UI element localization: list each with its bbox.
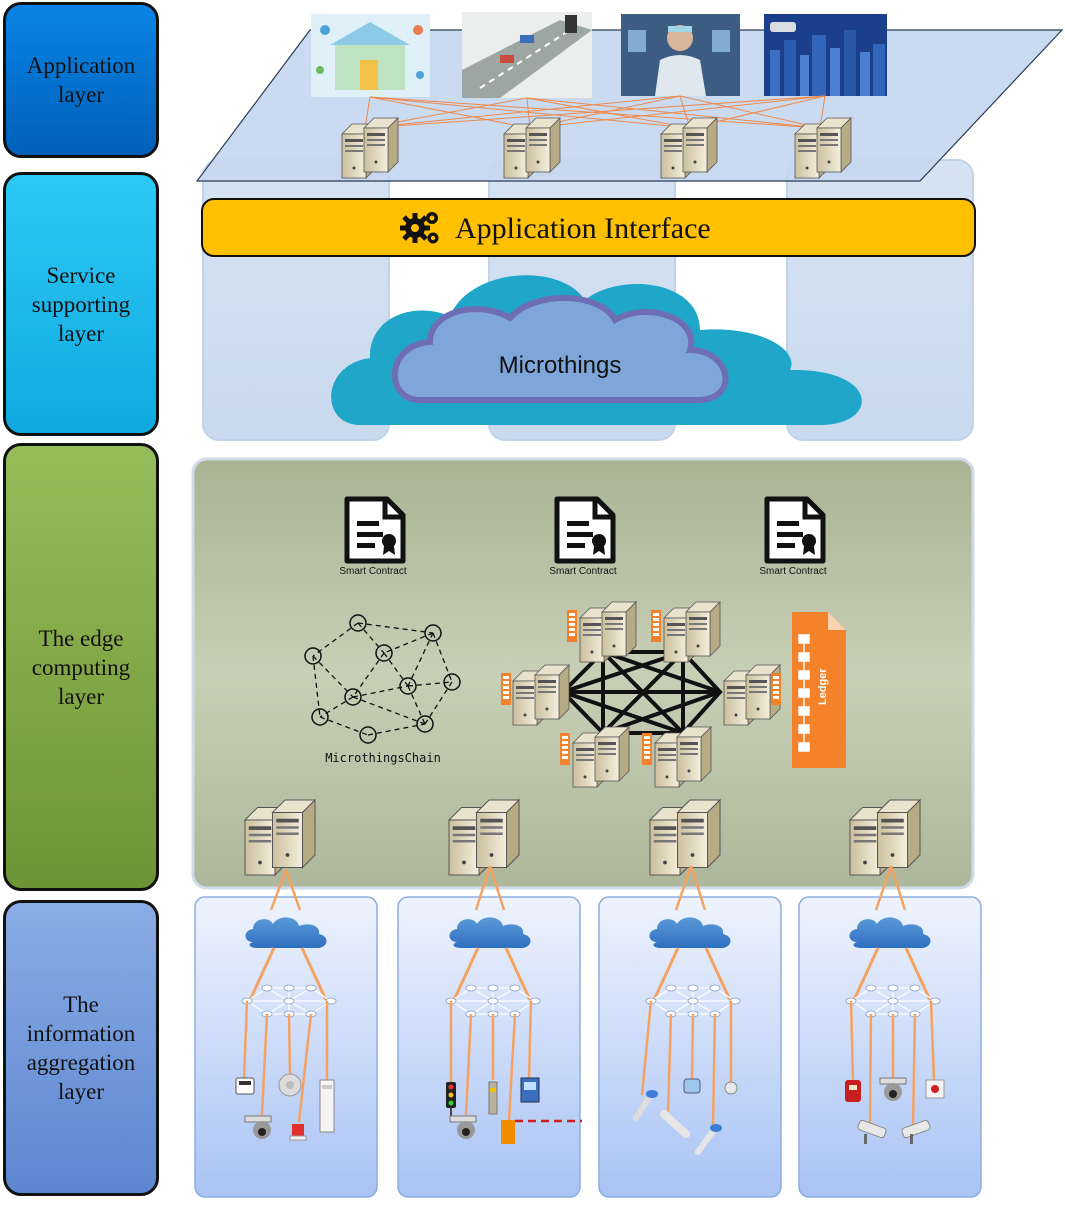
camera-icon [244, 1115, 272, 1139]
smart-contract-label: Smart Contract [549, 566, 616, 577]
alarm-button-icon [925, 1079, 945, 1099]
server-icon [245, 800, 315, 875]
edge-to-cloud-links [269, 865, 907, 911]
server-icon [795, 118, 851, 178]
ledger-tag-icon [771, 673, 781, 705]
smart-contract-icon [347, 499, 403, 561]
server-icon [449, 800, 519, 875]
camera-icon [857, 1119, 887, 1144]
smart-contract-label: Smart Contract [339, 566, 406, 577]
traffic-light-icon [446, 1082, 456, 1116]
server-icon [850, 800, 920, 875]
gears-icon [400, 212, 439, 244]
server-icon [650, 800, 720, 875]
server-icon [664, 602, 720, 662]
smart-medical-image [621, 14, 740, 96]
service-layer-text: Service supporting layer [31, 262, 131, 346]
air-conditioner-icon [319, 1079, 335, 1133]
information-layer-label: The information aggregation layer [3, 900, 159, 1196]
parking-sensor-icon [488, 1081, 498, 1115]
smart-home-image [311, 14, 430, 97]
server-icon [655, 727, 711, 787]
microthings-title: Microthings [499, 352, 622, 379]
server-icon [573, 727, 629, 787]
edge-layer-text: The edge computing layer [31, 625, 131, 709]
microthings-chain-label: MicrothingsChain [325, 751, 441, 765]
camera-icon [901, 1119, 931, 1144]
toll-booth-icon [520, 1077, 540, 1103]
fire-extinguisher-icon [845, 1080, 861, 1102]
cloud-to-network-links [248, 947, 932, 1001]
server-icon [513, 665, 569, 725]
server-icon [342, 118, 398, 178]
thermometer-icon [633, 1090, 658, 1121]
ledger-icon [792, 612, 846, 768]
thermometer-icon [660, 1110, 690, 1138]
aggregation-box-4 [798, 896, 982, 1198]
scanner-icon [683, 1078, 701, 1094]
service-layer-label: Service supporting layer [3, 172, 159, 436]
server-icon [504, 118, 560, 178]
application-interface-title: Application Interface [455, 212, 711, 245]
smart-meter-icon [235, 1077, 255, 1095]
application-interface-bar [201, 198, 976, 257]
ledger-tag-icon [567, 610, 577, 642]
gate-barrier-icon [501, 1119, 582, 1144]
ledger-tag-icon [642, 733, 652, 765]
application-layer-label: Application layer [3, 2, 159, 158]
microthings-chain-network [304, 614, 461, 744]
server-icon [661, 118, 717, 178]
camera-icon [879, 1077, 907, 1101]
ledger-tag-icon [651, 610, 661, 642]
server-icon [580, 602, 636, 662]
aggregation-box-3 [598, 896, 782, 1198]
device-links [242, 1000, 936, 1126]
alarm-icon [289, 1124, 307, 1141]
smart-contract-icon [557, 499, 613, 561]
ledger-tag-icon [560, 733, 570, 765]
cloud-icon [392, 295, 729, 403]
camera-icon [449, 1115, 477, 1139]
smoke-detector-icon [278, 1073, 302, 1097]
smart-contract-icon [767, 499, 823, 561]
smart-contract-label: Smart Contract [759, 566, 826, 577]
application-layer-text: Application layer [26, 53, 136, 107]
thermometer-icon [695, 1124, 722, 1155]
sensor-icon [724, 1081, 738, 1095]
ledger-label: Ledger [817, 668, 829, 705]
edge-layer-label: The edge computing layer [3, 443, 159, 891]
information-layer-text: The information aggregation layer [26, 992, 136, 1104]
ledger-tag-icon [501, 673, 511, 705]
smart-city-image [764, 14, 887, 96]
smart-traffic-image [462, 12, 592, 98]
